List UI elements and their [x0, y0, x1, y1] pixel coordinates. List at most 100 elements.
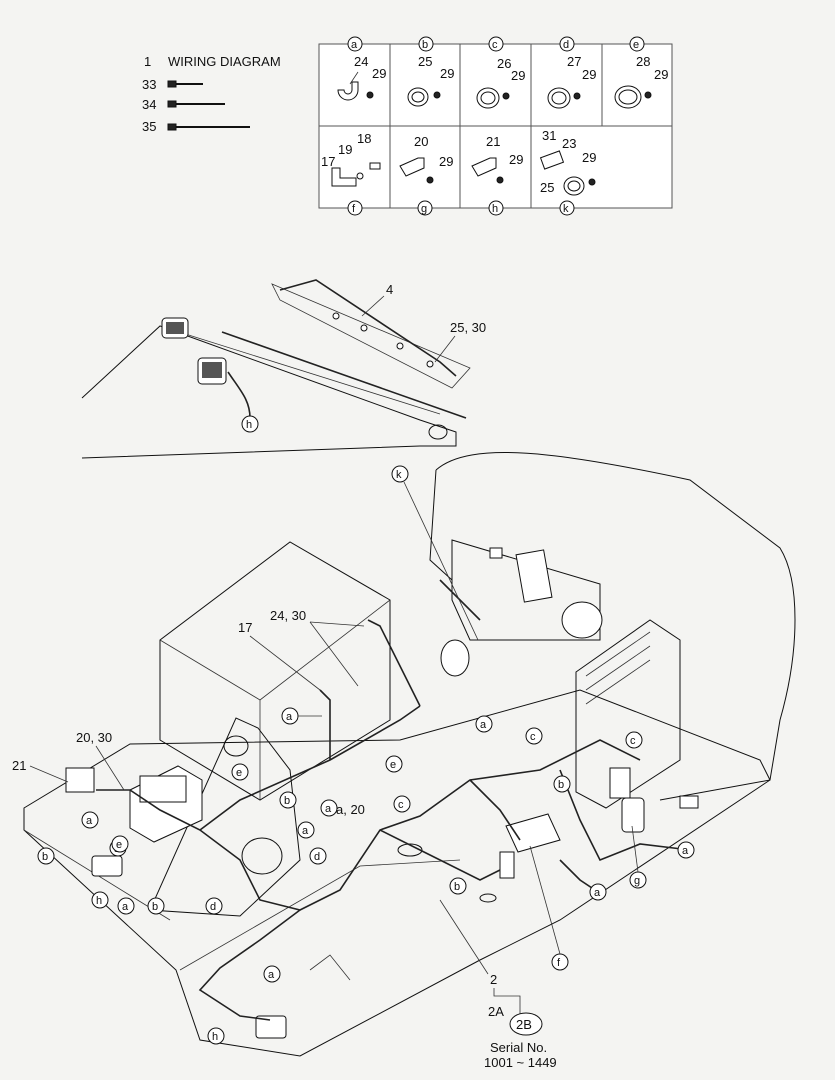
parts-list: 1 WIRING DIAGRAM 33 34 35 — [142, 54, 281, 134]
parts-list-num-35: 35 — [142, 119, 156, 134]
svg-text:h: h — [212, 1031, 218, 1043]
svg-text:29: 29 — [654, 67, 668, 82]
clamp-cell-d: d 27 29 — [547, 36, 596, 109]
boom-work-light-1-icon — [161, 317, 189, 339]
callout-2b: 2B — [516, 1017, 532, 1032]
serial-label: Serial No. — [490, 1040, 547, 1055]
parts-list-num-1: 1 — [144, 54, 151, 69]
svg-text:29: 29 — [511, 68, 525, 83]
callout-2a: 2A — [488, 1004, 504, 1019]
svg-text:a: a — [268, 969, 275, 981]
clamp-cell-c: c 26 29 — [476, 36, 525, 109]
boom-assembly: 4 25, 30 h — [81, 279, 486, 459]
cable-tie-33-icon — [167, 80, 203, 88]
boom-foot — [149, 717, 301, 917]
letter-callouts: a a a a a a a a a a b b b b b c c c d d … — [37, 707, 695, 1045]
radiator — [575, 619, 681, 809]
callout-20-30: 20, 30 — [76, 730, 112, 745]
oil-filter-icon — [440, 639, 470, 677]
clamp-cell-g: g 20 29 — [399, 134, 453, 216]
parts-list-num-33: 33 — [142, 77, 156, 92]
clamp-table: a 24 29 b 25 29 c 26 29 d — [318, 36, 673, 216]
svg-text:b: b — [422, 39, 428, 51]
svg-text:c: c — [530, 731, 536, 743]
svg-text:31: 31 — [542, 128, 556, 143]
upper-frame — [23, 689, 771, 1057]
svg-text:25: 25 — [418, 54, 432, 69]
svg-text:c: c — [398, 799, 404, 811]
svg-text:f: f — [557, 957, 561, 969]
bracket-g-icon — [399, 157, 425, 177]
svg-text:b: b — [284, 795, 290, 807]
svg-text:a: a — [122, 901, 129, 913]
bracket-h-icon — [471, 157, 497, 177]
svg-text:23: 23 — [562, 136, 576, 151]
svg-text:20: 20 — [414, 134, 428, 149]
svg-text:a: a — [682, 845, 689, 857]
clamp-cell-f: f 18 19 17 — [321, 131, 381, 216]
callout-a-20-label: a, 20 — [336, 802, 365, 817]
svg-text:29: 29 — [372, 66, 386, 81]
svg-text:29: 29 — [509, 152, 523, 167]
svg-text:f: f — [352, 203, 356, 215]
upper-structure — [23, 451, 796, 1057]
svg-text:24: 24 — [354, 54, 368, 69]
svg-text:h: h — [492, 203, 498, 215]
svg-text:a: a — [86, 815, 93, 827]
engine-cover — [435, 451, 796, 801]
svg-text:e: e — [236, 767, 242, 779]
callout-k: k — [396, 469, 402, 481]
callout-boom-harness-4: 4 — [386, 282, 393, 297]
bracket-f-icon — [331, 167, 357, 187]
svg-text:19: 19 — [338, 142, 352, 157]
cable-tie-34-icon — [167, 100, 225, 108]
svg-text:d: d — [210, 901, 216, 913]
rear-work-light-icon — [91, 855, 287, 1039]
clamp-a-icon — [337, 81, 359, 101]
boom-wire — [221, 331, 467, 419]
callout-2: 2 — [490, 972, 497, 987]
svg-text:b: b — [42, 851, 48, 863]
boom-work-light-2-icon — [197, 357, 227, 385]
clamp-cell-h: h 21 29 — [471, 134, 523, 216]
svg-text:26: 26 — [497, 56, 511, 71]
serial-range: 1001 ~ 1449 — [484, 1055, 557, 1070]
svg-text:h: h — [96, 895, 102, 907]
callout-boom-clamp: 25, 30 — [450, 320, 486, 335]
fuel-tank-block — [159, 541, 391, 801]
relay-21-icon — [65, 767, 95, 793]
svg-text:25: 25 — [540, 180, 554, 195]
svg-text:18: 18 — [357, 131, 371, 146]
svg-text:h: h — [246, 419, 252, 431]
svg-text:b: b — [454, 881, 460, 893]
svg-text:a: a — [325, 803, 332, 815]
svg-text:a: a — [594, 887, 601, 899]
svg-text:c: c — [492, 39, 498, 51]
svg-text:e: e — [116, 839, 122, 851]
boom-harness-4-outline — [271, 283, 471, 389]
svg-text:28: 28 — [636, 54, 650, 69]
svg-text:g: g — [421, 203, 427, 215]
svg-text:a: a — [302, 825, 309, 837]
clamp-cell-a: a 24 29 — [337, 36, 386, 101]
washer-tank-icon — [621, 797, 645, 833]
svg-text:e: e — [633, 39, 639, 51]
svg-text:d: d — [563, 39, 569, 51]
clamp-cell-e: e 28 29 — [614, 36, 668, 109]
callout-boom-h — [241, 415, 259, 433]
svg-text:a: a — [480, 719, 487, 731]
svg-text:d: d — [314, 851, 320, 863]
svg-text:b: b — [558, 779, 564, 791]
parts-list-num-34: 34 — [142, 97, 156, 112]
parts-list-label-1: WIRING DIAGRAM — [168, 54, 281, 69]
callouts: k 24, 30 17 20, 30 21 a, 20 2 2A 2B Seri… — [12, 465, 695, 1070]
battery-icon — [129, 765, 203, 843]
svg-text:e: e — [390, 759, 396, 771]
svg-text:29: 29 — [439, 154, 453, 169]
svg-text:a: a — [286, 711, 293, 723]
callout-21: 21 — [12, 758, 26, 773]
svg-text:g: g — [634, 875, 640, 887]
main-harness — [96, 579, 691, 1021]
grommet-k-icon — [539, 150, 565, 170]
